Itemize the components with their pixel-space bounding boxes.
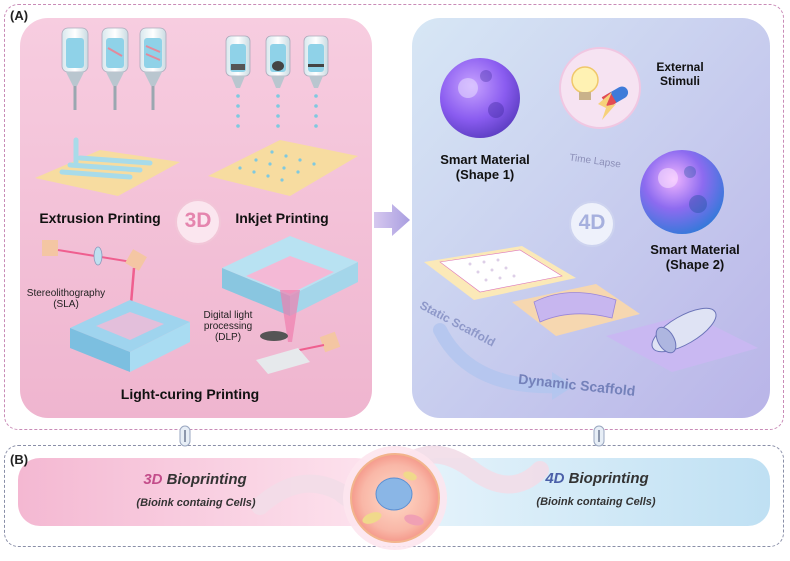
bioprinting-4d-title: 4D Bioprinting xyxy=(512,470,682,487)
inkjet-droplets xyxy=(236,94,318,128)
stimuli-sphere xyxy=(559,47,641,129)
sla-label: Stereolithography (SLA) xyxy=(20,288,112,310)
external-stimuli-line1: External xyxy=(656,60,704,74)
external-stimuli-label: External Stimuli xyxy=(640,60,720,88)
static-scaffold xyxy=(424,246,576,300)
bioprinting-3d-word: Bioprinting xyxy=(162,471,247,488)
dlp-label-line2: processing xyxy=(203,321,253,332)
panel-b-label: (B) xyxy=(10,452,29,467)
dlp-apparatus xyxy=(222,236,358,374)
sla-apparatus xyxy=(42,240,190,372)
light-curing-printing-label: Light-curing Printing xyxy=(120,386,260,402)
inkjet-dot-grid xyxy=(238,150,316,182)
external-stimuli-line2: Stimuli xyxy=(659,74,700,88)
bioprinting-4d-bar xyxy=(414,458,770,526)
transition-arrow xyxy=(374,204,410,236)
shape-2-line2: (Shape 2) xyxy=(665,257,725,272)
connector-right xyxy=(593,425,605,447)
sla-label-line1: Stereolithography xyxy=(26,288,106,299)
shape-1-label: Smart Material (Shape 1) xyxy=(430,152,540,182)
smart-material-shape-1 xyxy=(440,58,520,138)
badge-3d-circle xyxy=(175,199,221,245)
bending-scaffold xyxy=(512,284,640,336)
curved-arrow xyxy=(433,323,567,394)
shape-1-line2: (Shape 1) xyxy=(455,167,515,182)
dlp-label-line1: Digital light xyxy=(203,310,253,321)
shape-2-line1: Smart Material xyxy=(650,242,740,257)
shape-2-label: Smart Material (Shape 2) xyxy=(640,242,750,272)
bioprinting-4d-word: Bioprinting xyxy=(564,470,649,487)
extrusion-printing-label: Extrusion Printing xyxy=(39,210,161,226)
dlp-label: Digital light processing (DLP) xyxy=(186,310,270,343)
inkjet-printing-label: Inkjet Printing xyxy=(235,210,329,226)
cell-nucleus xyxy=(375,477,413,511)
sla-label-line2: (SLA) xyxy=(53,299,79,310)
smart-material-shape-2 xyxy=(640,150,724,234)
inkjet-nozzles xyxy=(225,35,329,88)
panel-a-label: (A) xyxy=(10,8,29,23)
dlp-label-line3: (DLP) xyxy=(214,332,242,343)
bioprinting-3d-subtitle: (Bioink containg Cells) xyxy=(136,497,256,509)
bioprinting-3d-prefix: 3D xyxy=(143,471,163,488)
shape-1-line1: Smart Material xyxy=(440,152,530,167)
badge-4d-text: 4D xyxy=(578,211,606,234)
connector-left xyxy=(179,425,191,447)
bioprinting-4d-prefix: 4D xyxy=(545,470,565,487)
extrusion-filaments xyxy=(59,137,153,180)
dynamic-scaffold xyxy=(606,307,758,372)
badge-3d-text: 3D xyxy=(184,209,212,232)
bioprinting-3d-bar xyxy=(18,458,378,526)
badge-4d-circle xyxy=(569,201,615,247)
extrusion-nozzles xyxy=(61,27,167,110)
bioprinting-4d-subtitle: (Bioink containg Cells) xyxy=(536,496,656,508)
bioprinting-3d-title: 3D Bioprinting xyxy=(110,471,280,488)
panel-a-frame xyxy=(4,4,784,430)
